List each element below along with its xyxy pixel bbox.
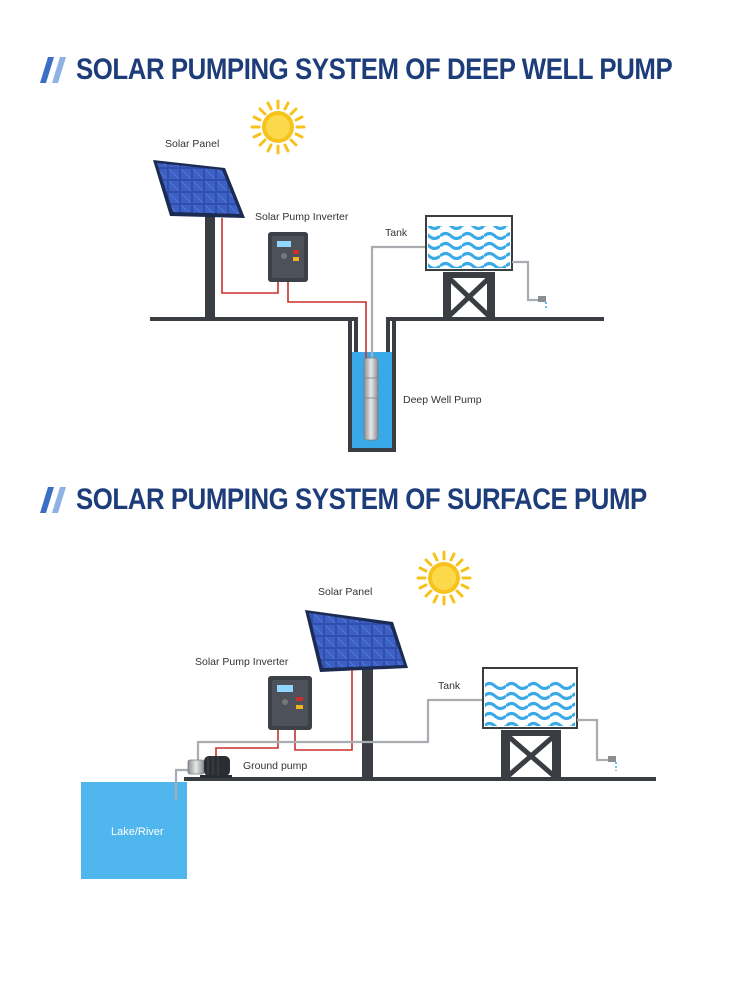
cable-inverter-pump: [287, 282, 367, 360]
pipe-pump-tank: [196, 698, 484, 760]
pipe-pump-tank: [370, 245, 428, 360]
ground-pump-icon: [187, 756, 232, 778]
double-slash-icon: [40, 57, 66, 83]
water-tank-icon: [482, 667, 578, 779]
title-text: SOLAR PUMPING SYSTEM OF SURFACE PUMP: [76, 483, 647, 516]
lake-river: [81, 782, 187, 879]
outlet-pipe: [577, 718, 610, 762]
inverter-icon: [268, 676, 312, 730]
deep-well-diagram: Solar Panel Solar Pump Inverter Tank Dee…: [150, 99, 604, 452]
solar-panel-icon: [153, 160, 245, 218]
label-pump: Deep Well Pump: [403, 394, 482, 406]
tap-icon: [538, 296, 547, 310]
label-solar-panel: Solar Panel: [165, 138, 219, 150]
deep-well-pump-icon: [363, 357, 379, 441]
double-slash-icon: [40, 487, 66, 513]
water-tank-icon: [425, 215, 513, 319]
label-inverter: Solar Pump Inverter: [195, 656, 289, 668]
cable-panel-inverter: [221, 218, 279, 294]
panel-pole: [362, 668, 373, 779]
well-water: [352, 352, 392, 450]
panel-pole: [205, 210, 215, 319]
outlet-pipe: [512, 260, 540, 302]
section-title-deep-well: SOLAR PUMPING SYSTEM OF DEEP WELL PUMP: [40, 48, 750, 92]
label-solar-panel: Solar Panel: [318, 586, 372, 598]
label-inverter: Solar Pump Inverter: [255, 211, 349, 223]
label-tank: Tank: [438, 680, 461, 692]
pipe-suction: [174, 768, 190, 800]
sun-icon: [250, 99, 306, 155]
ground-line: [150, 317, 604, 450]
inverter-icon: [268, 232, 308, 282]
title-text: SOLAR PUMPING SYSTEM OF DEEP WELL PUMP: [76, 53, 673, 86]
label-pump: Ground pump: [243, 760, 307, 772]
cable-inverter-pump: [215, 730, 279, 760]
surface-pump-diagram: Lake/River Solar Panel Solar Pump Invert…: [81, 550, 656, 879]
cable-panel-inverter: [294, 670, 353, 751]
label-tank: Tank: [385, 227, 408, 239]
label-lake-river: Lake/River: [111, 826, 164, 838]
section-title-surface-pump: SOLAR PUMPING SYSTEM OF SURFACE PUMP: [40, 478, 740, 522]
sun-icon: [416, 550, 472, 606]
tap-icon: [608, 756, 617, 771]
solar-panel-icon: [305, 610, 408, 672]
